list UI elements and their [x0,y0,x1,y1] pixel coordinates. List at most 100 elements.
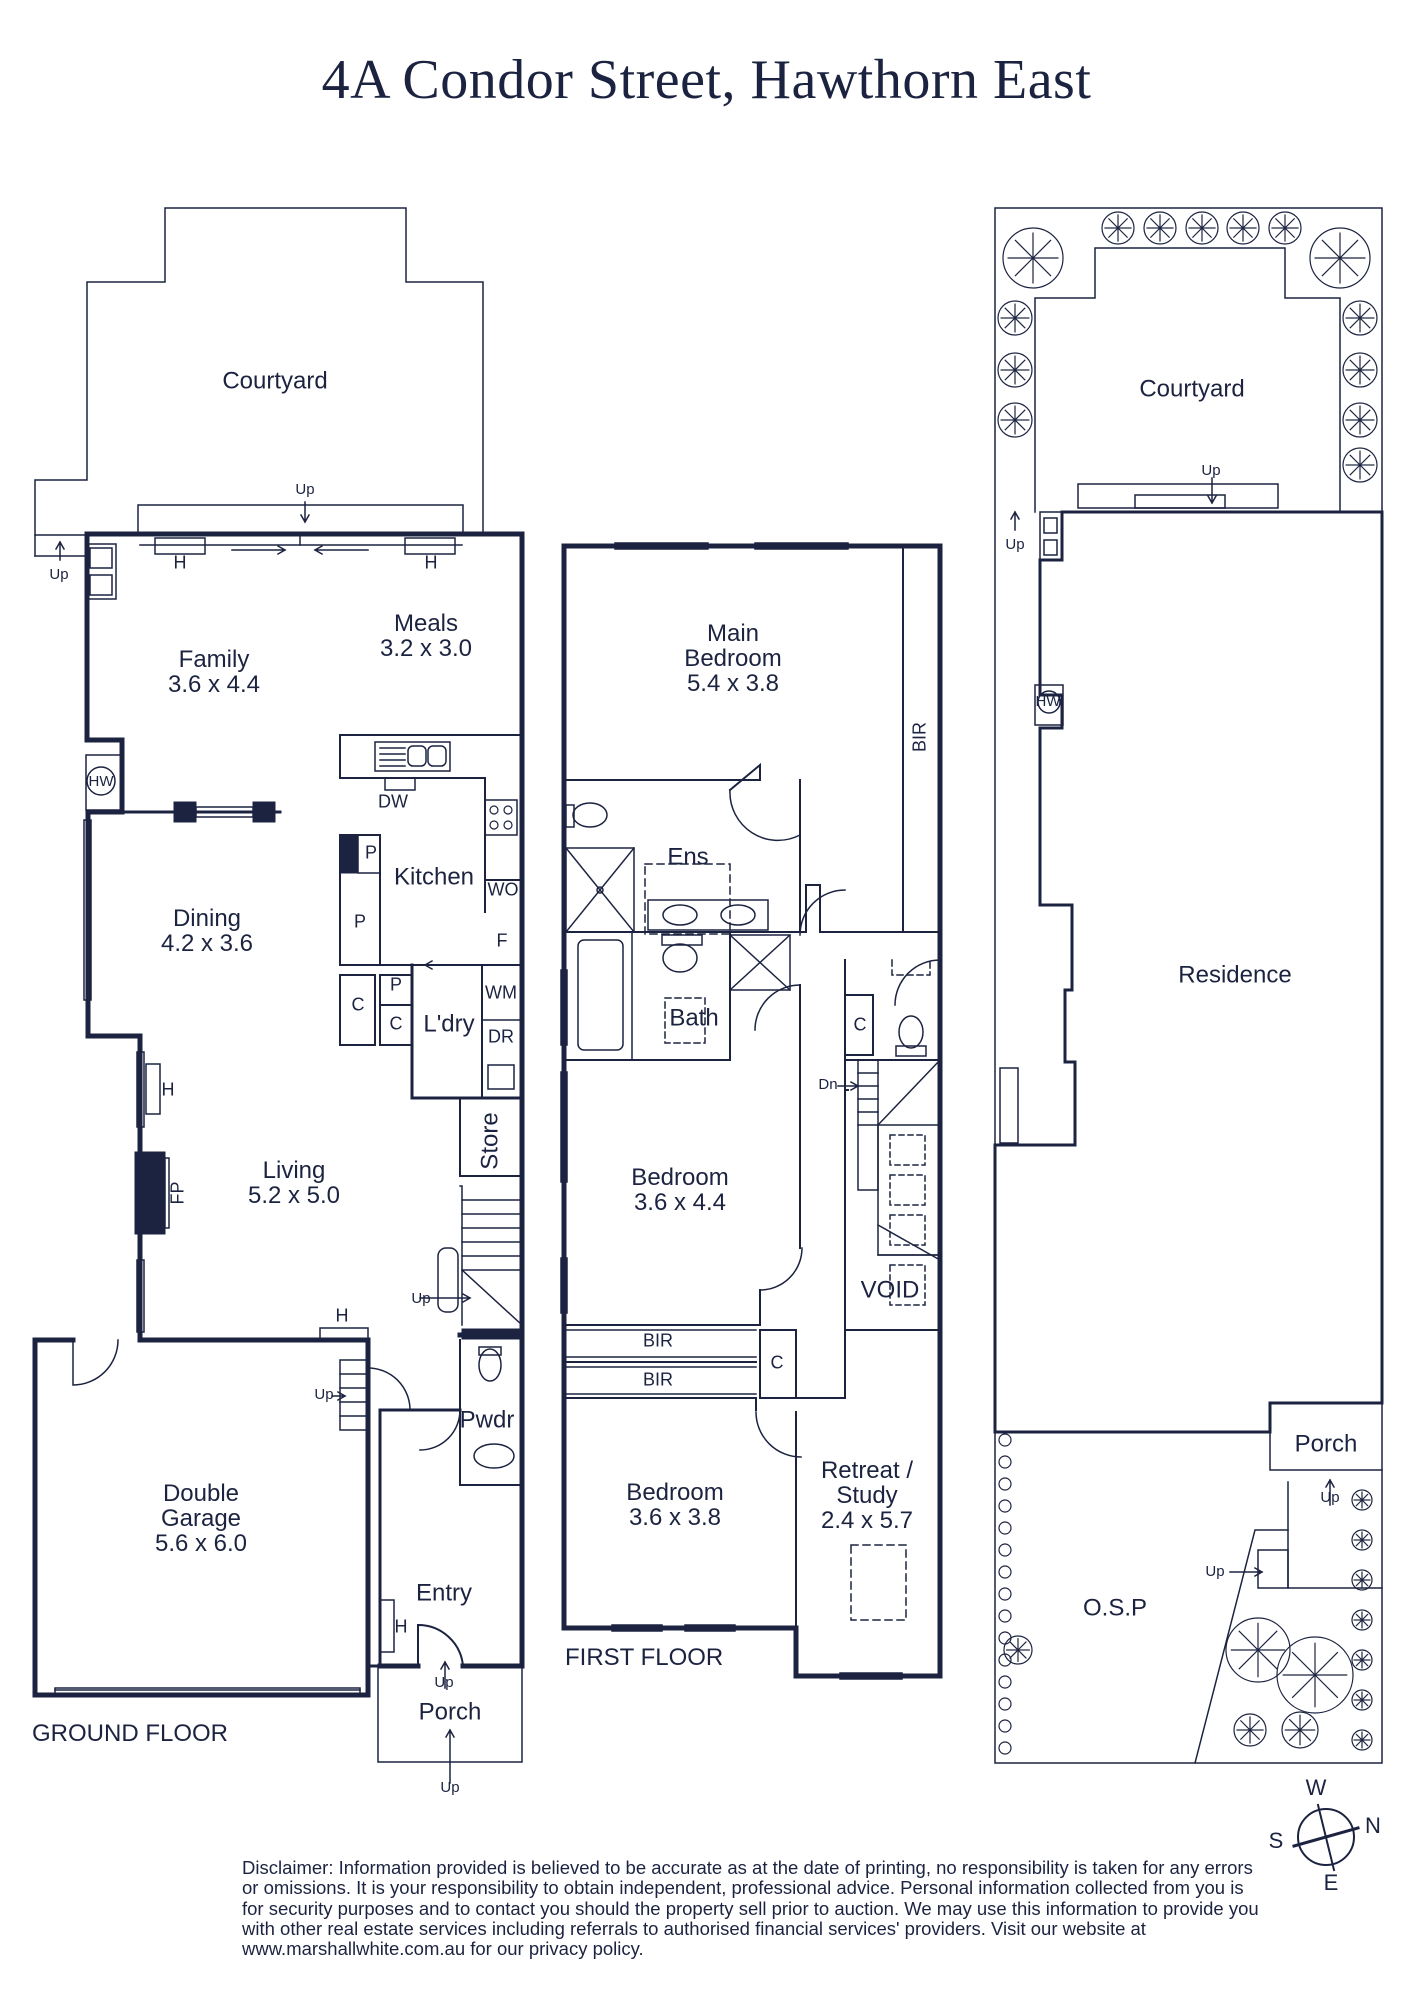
site-plan [993,207,1384,1764]
up-label: Up [1320,1489,1340,1507]
shrub-icon [1002,227,1064,289]
page-title: 4A Condor Street, Hawthorn East [321,49,1092,111]
room-entry: Entry [415,1579,473,1607]
shrub-icon [1281,1711,1319,1749]
up-label: Up [314,1386,334,1404]
compass [1292,1803,1360,1872]
pantry-label: P [364,842,378,863]
ground-floor-label: GROUND FLOOR [32,1720,229,1747]
shrub-icon [1351,1689,1373,1711]
cupboard-label: C [389,1013,403,1034]
shrub-icon [1225,1617,1291,1683]
room-courtyard-site: Courtyard [1139,375,1245,403]
cupboard-label: C [770,1352,784,1373]
shrub-icon [997,402,1033,438]
residence-outline [993,510,1384,1434]
up-label: Up [49,566,69,584]
hot-water-label: HW [1035,693,1061,711]
shrub-icon [1143,211,1177,245]
first-floor-plan [560,542,943,1680]
shrub-icon [1351,1489,1373,1511]
shrub-icon [1276,1636,1354,1714]
first-external-wall [561,543,943,1679]
shrub-icon [1351,1529,1373,1551]
dishwasher-label: DW [378,791,408,812]
disclaimer-text: Disclaimer: Information provided is beli… [242,1857,1259,1960]
shrub-icon [1226,211,1260,245]
up-label: Up [411,1290,431,1308]
heater-label: H [161,1079,175,1100]
shrub-icon [1351,1729,1373,1751]
room-osp: O.S.P [1082,1594,1148,1622]
first-floor-label: FIRST FLOOR [565,1644,724,1671]
fridge-label: F [496,930,508,951]
shrub-icon [1309,227,1371,289]
cupboard-label: C [853,1014,867,1035]
landscaping [997,211,1378,1755]
room-laundry: L'dry [423,1010,475,1038]
shrub-icon [1003,1635,1033,1665]
hot-water-label: HW [88,773,114,791]
up-label: Up [440,1779,460,1797]
shrub-icon [1101,211,1135,245]
shrub-icon [1185,211,1219,245]
room-ensuite: Ens [667,843,709,871]
shrub-icon [1351,1569,1373,1591]
wall-oven-label: WO [487,879,519,900]
room-powder: Pwdr [459,1406,515,1434]
heater-label: H [335,1305,349,1326]
up-label: Up [1205,1563,1225,1581]
void-label: VOID [860,1276,920,1304]
bir-label: BIR [642,1330,674,1351]
heater-label: H [424,552,438,573]
down-label: Dn [818,1076,838,1094]
shrub-icon [1351,1649,1373,1671]
up-label: Up [295,481,315,499]
bir-label: BIR [909,721,930,753]
dryer-label: DR [488,1026,514,1047]
compass-south: S [1268,1828,1284,1853]
washing-machine-label: WM [485,982,517,1003]
heater-label: H [173,552,187,573]
up-label: Up [1201,462,1221,480]
room-porch-site: Porch [1294,1430,1358,1458]
ground-floor-plan [32,207,525,1784]
up-label: Up [434,1674,454,1692]
shrub-icon [1342,402,1378,438]
room-bath: Bath [669,1004,719,1032]
pantry-label: P [389,974,403,995]
room-courtyard-ground: Courtyard [222,367,328,395]
up-label: Up [1005,536,1025,554]
shrub-icon [1342,447,1378,483]
shrub-icon [1268,211,1302,245]
heater-label: H [394,1616,408,1637]
shrub-icon [997,300,1033,336]
compass-north: N [1365,1813,1381,1838]
room-store: Store [476,1112,504,1170]
pantry-label: P [353,911,367,932]
cupboard-label: C [351,994,365,1015]
shrub-icon [1342,352,1378,388]
fireplace-label: FP [167,1181,188,1205]
shrub-icon [1233,1713,1267,1747]
ground-external-wall [84,531,143,1343]
compass-west: W [1305,1775,1327,1800]
shrub-icon [997,352,1033,388]
room-porch-ground: Porch [418,1698,482,1726]
room-residence: Residence [1178,961,1292,989]
shrub-icon [1342,300,1378,336]
compass-east: E [1323,1870,1339,1895]
room-kitchen: Kitchen [393,863,475,891]
shrub-icon [1351,1609,1373,1631]
garage-wall [32,1337,371,1698]
